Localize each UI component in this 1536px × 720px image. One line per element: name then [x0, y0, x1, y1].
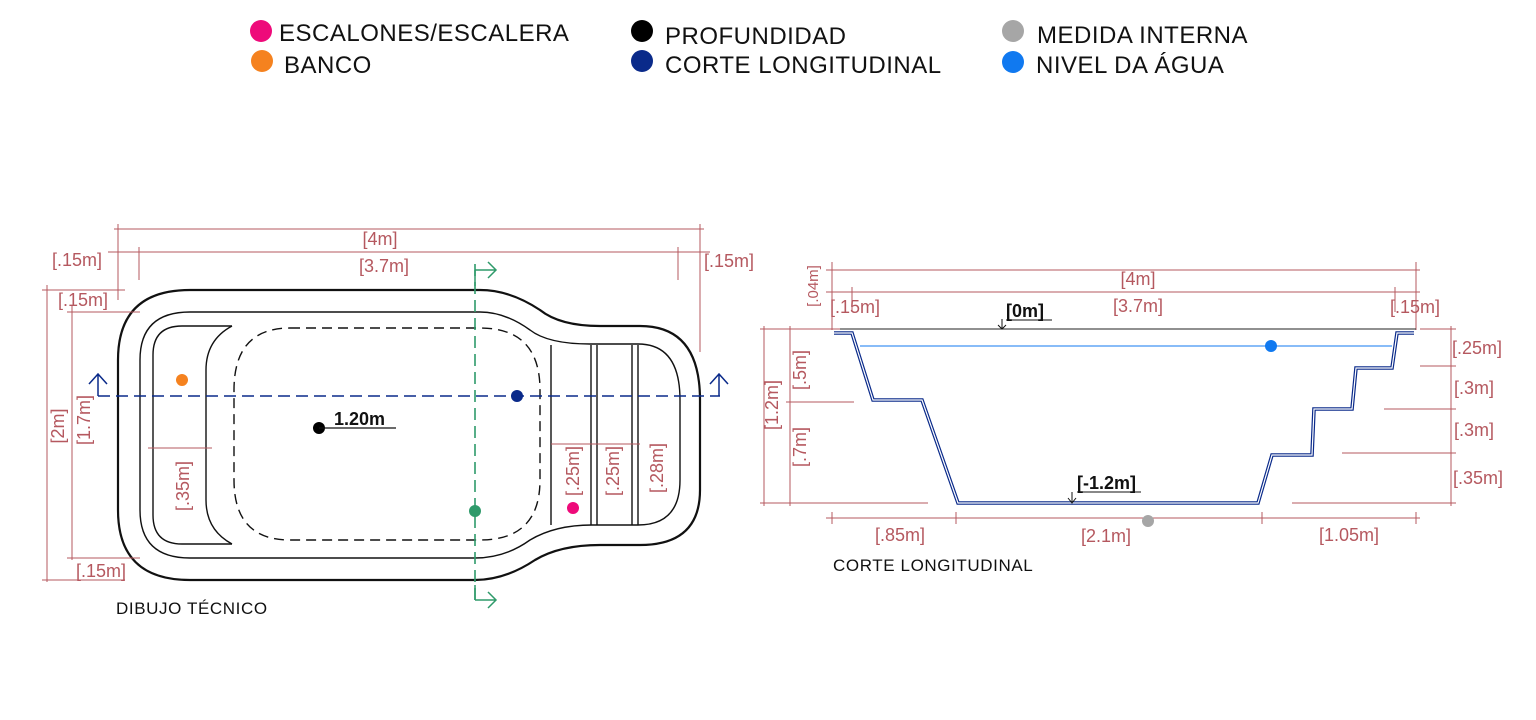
dim-section-total-length: [4m] — [1120, 269, 1155, 289]
bench-dot-icon — [251, 50, 273, 72]
dim-plan-bottom-margin: [.15m] — [76, 561, 126, 581]
dim-section-left-margin: [.15m] — [830, 297, 880, 317]
dim-section-step4: [.35m] — [1453, 468, 1503, 488]
depth-label: 1.20m — [334, 409, 385, 429]
dim-plan-total-width: [2m] — [48, 408, 68, 443]
dim-section-right-steps: [1.05m] — [1319, 525, 1379, 545]
legend-label: PROFUNDIDAD — [665, 23, 847, 50]
steps-marker — [567, 502, 579, 514]
dim-plan-step2: [.25m] — [603, 446, 623, 496]
water-marker — [1265, 340, 1277, 352]
dim-section-right-margin: [.15m] — [1390, 297, 1440, 317]
section-caption: CORTE LONGITUDINAL — [833, 556, 1033, 575]
level-bottom-icon — [1067, 492, 1077, 504]
dim-section-step3: [.3m] — [1454, 420, 1494, 440]
level-bottom-label: [-1.2m] — [1077, 473, 1136, 493]
internal-marker — [1142, 515, 1154, 527]
dim-section-floor: [2.1m] — [1081, 526, 1131, 546]
section-arrow-left-icon — [88, 372, 108, 396]
level-top-icon — [997, 319, 1007, 330]
dim-plan-step1: [.25m] — [563, 446, 583, 496]
bench-edge — [205, 325, 233, 545]
section-view: [4m] [3.7m] [.15m] [.15m] [.04m] [0m] [-… — [760, 262, 1503, 575]
legend-item-depth: PROFUNDIDAD — [631, 20, 847, 50]
depth-dot-icon — [631, 20, 653, 42]
internal-dot-icon — [1002, 20, 1024, 42]
legend-label: ESCALONES/ESCALERA — [279, 20, 569, 47]
bench-outline — [152, 325, 232, 545]
dim-section-left-slope: [.85m] — [875, 525, 925, 545]
steps-dot-icon — [250, 20, 272, 42]
pool-inner-outline — [139, 311, 681, 559]
dim-section-rim: [.04m] — [805, 265, 822, 307]
legend: ESCALONES/ESCALERA BANCO PROFUNDIDAD COR… — [250, 20, 1248, 79]
legend-item-bench: BANCO — [251, 50, 372, 79]
dim-plan-total-length: [4m] — [362, 229, 397, 249]
legend-item-water: NIVEL DA ÁGUA — [1002, 51, 1224, 79]
dim-section-internal-length: [3.7m] — [1113, 296, 1163, 316]
cut-arrow-bottom-icon — [474, 585, 498, 609]
cut-arrow-top-icon — [474, 261, 498, 286]
water-dot-icon — [1002, 51, 1024, 73]
level-top-label: [0m] — [1006, 301, 1044, 321]
plan-view: 1.20m [4m] [3.7m] [.15m] [.15m] [.15m] [… — [42, 224, 754, 618]
legend-label: CORTE LONGITUDINAL — [665, 52, 942, 79]
legend-item-section: CORTE LONGITUDINAL — [631, 50, 942, 79]
pool-profile-inner — [834, 332, 1414, 504]
dim-plan-internal-width: [1.7m] — [74, 395, 94, 445]
pool-outer-outline — [116, 288, 702, 582]
section-marker — [511, 390, 523, 402]
legend-label: MEDIDA INTERNA — [1037, 22, 1248, 49]
dim-plan-bench-width: [.35m] — [173, 461, 193, 511]
section-arrow-right-icon — [709, 372, 729, 396]
deep-area-outline — [233, 327, 541, 541]
dim-section-step1: [.25m] — [1452, 338, 1502, 358]
bench-marker — [176, 374, 188, 386]
cut-marker — [469, 505, 481, 517]
dim-plan-right-margin: [.15m] — [704, 251, 754, 271]
plan-caption: DIBUJO TÉCNICO — [116, 599, 268, 618]
legend-label: BANCO — [284, 52, 372, 79]
section-dot-icon — [631, 50, 653, 72]
dim-plan-step3: [.28m] — [647, 443, 667, 493]
dim-section-lower-depth: [.7m] — [790, 427, 810, 467]
dim-section-total-depth: [1.2m] — [762, 380, 782, 430]
legend-label: NIVEL DA ÁGUA — [1036, 52, 1224, 79]
legend-item-internal: MEDIDA INTERNA — [1002, 20, 1248, 49]
dim-section-step2: [.3m] — [1454, 378, 1494, 398]
dim-plan-left-margin: [.15m] — [52, 250, 102, 270]
dim-plan-top-margin: [.15m] — [58, 290, 108, 310]
dim-section-bench-depth: [.5m] — [790, 350, 810, 390]
dim-plan-internal-length: [3.7m] — [359, 256, 409, 276]
legend-item-steps: ESCALONES/ESCALERA — [250, 20, 569, 47]
